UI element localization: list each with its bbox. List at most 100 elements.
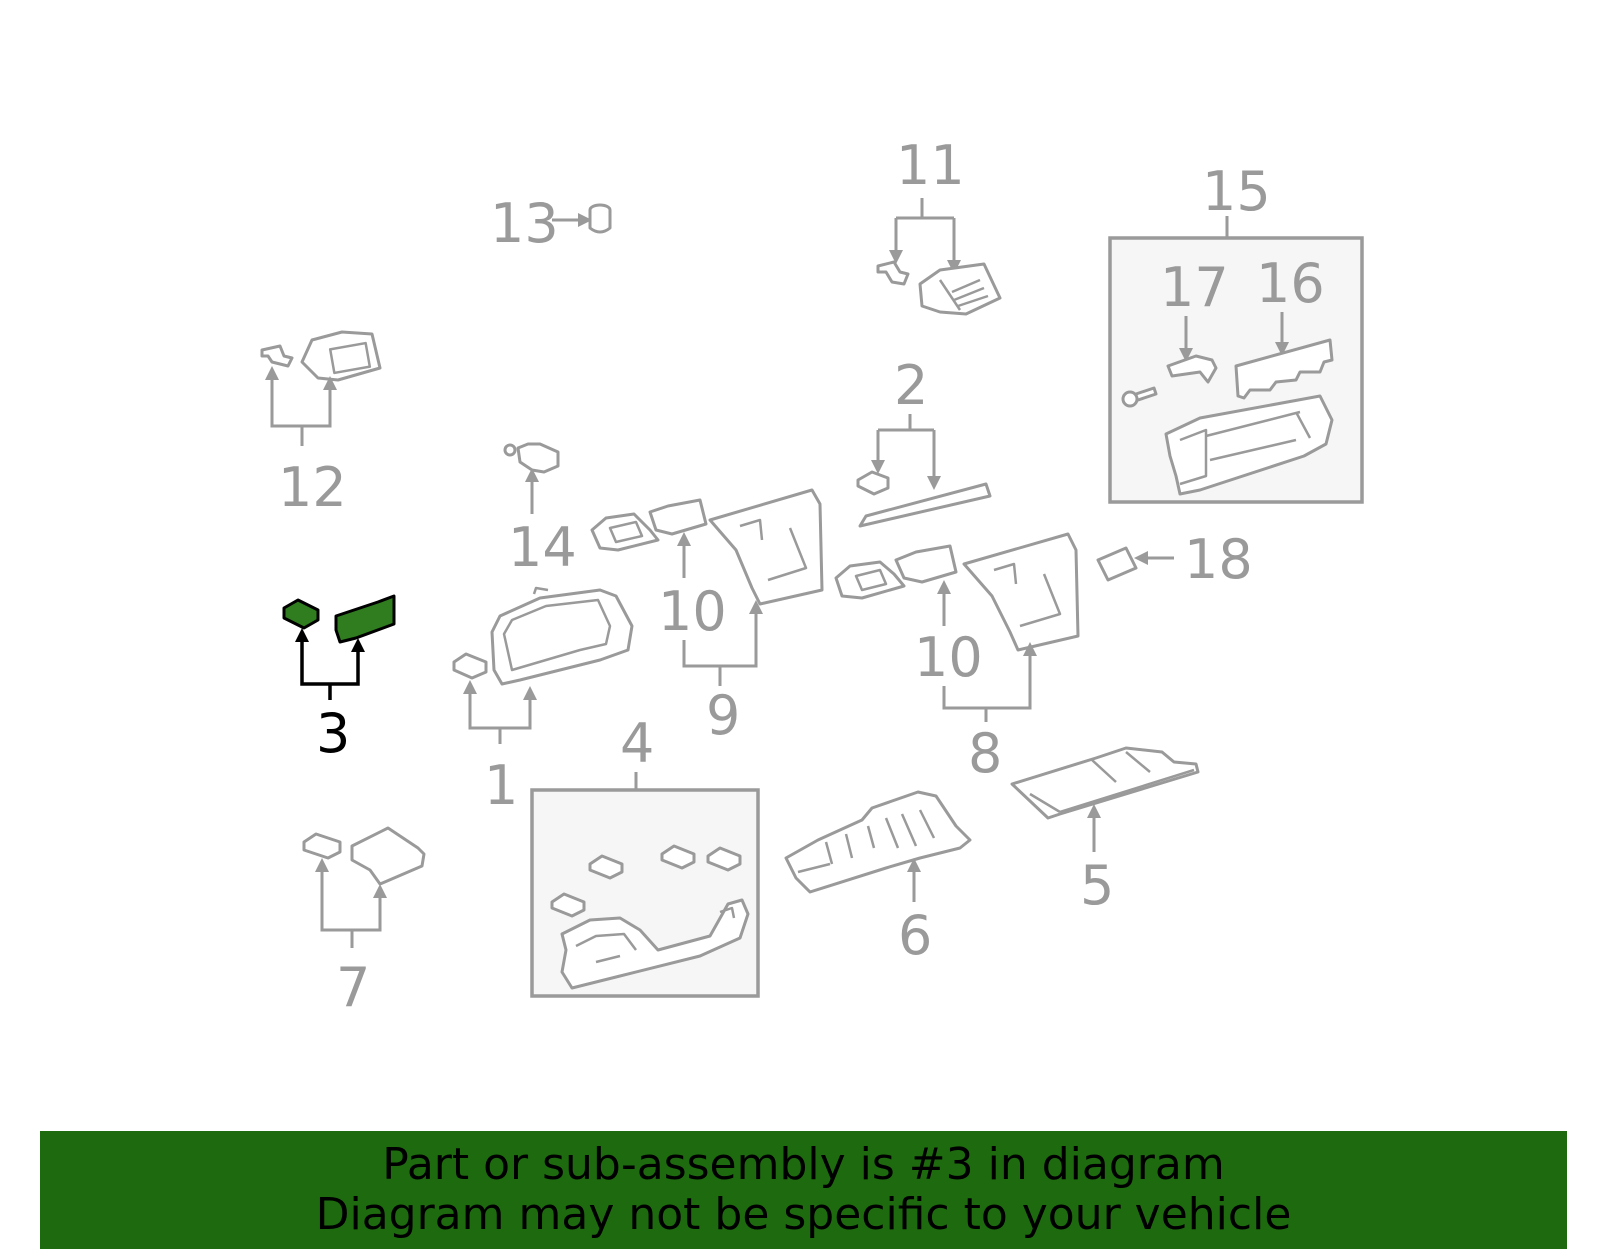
- part-10a-vent-right[interactable]: [648, 498, 708, 536]
- callout-1[interactable]: 1: [484, 754, 518, 817]
- assembly-box-15: 15 17 16: [1108, 160, 1364, 504]
- part-10b-vent-right[interactable]: [894, 544, 958, 584]
- part-12-clip[interactable]: [260, 344, 294, 368]
- vent-10b-face: [854, 568, 888, 592]
- group-6: 6: [784, 790, 972, 967]
- part-17-clip[interactable]: [1166, 354, 1218, 384]
- group-14: 14: [503, 442, 577, 579]
- glovebox-detail: [1179, 410, 1312, 486]
- leader-2: [876, 414, 936, 478]
- arrow-7a: [315, 858, 329, 872]
- callout-6[interactable]: 6: [898, 904, 932, 967]
- part-10b-vent-left[interactable]: [834, 560, 906, 600]
- callout-11[interactable]: 11: [896, 134, 965, 197]
- group-5: 5: [1010, 746, 1200, 917]
- arrow-2a: [871, 460, 885, 474]
- arrow-12b: [323, 376, 337, 390]
- arrow-6: [907, 858, 921, 872]
- part-4-clip-d[interactable]: [550, 892, 586, 918]
- callout-9[interactable]: 9: [706, 684, 740, 747]
- vent-11-louvers: [938, 278, 989, 311]
- part-8-panel[interactable]: [962, 532, 1080, 652]
- arrow-10a: [677, 532, 691, 546]
- part-2-trim[interactable]: [858, 482, 992, 528]
- part-18[interactable]: [1096, 546, 1138, 582]
- part-4-clip-b[interactable]: [660, 844, 696, 870]
- panel-9-detail: [739, 518, 808, 582]
- panel-4-detail: [575, 906, 736, 964]
- callout-18[interactable]: 18: [1184, 528, 1253, 591]
- console-6-detail: [797, 809, 936, 874]
- group-1: 1: [452, 586, 634, 817]
- part-14-knob: [503, 443, 517, 457]
- arrow-3b: [351, 638, 365, 652]
- arrow-18: [1134, 551, 1148, 565]
- part-15-glovebox-door[interactable]: [1164, 394, 1334, 496]
- part-5-tray[interactable]: [1010, 746, 1200, 820]
- arrow-13: [578, 213, 592, 227]
- part-7-clip[interactable]: [302, 832, 342, 860]
- group-3-highlighted: 3: [282, 594, 396, 765]
- arrow-1a: [463, 680, 477, 694]
- callout-7[interactable]: 7: [336, 956, 370, 1019]
- callout-10a[interactable]: 10: [658, 580, 727, 643]
- group-12: 12: [260, 330, 382, 519]
- arrow-1b: [523, 686, 537, 700]
- part-3-clip[interactable]: [282, 598, 320, 630]
- part-7-vent[interactable]: [350, 826, 426, 886]
- tray-5-detail: [1029, 751, 1195, 814]
- arrow-8: [1023, 642, 1037, 656]
- arrow-14: [525, 468, 539, 482]
- callout-4[interactable]: 4: [620, 712, 654, 775]
- callout-15[interactable]: 15: [1202, 160, 1271, 223]
- cluster-opening: [502, 598, 612, 672]
- part-9-panel[interactable]: [708, 488, 824, 606]
- group-7: 7: [302, 826, 426, 1019]
- leader-7: [320, 870, 382, 948]
- leader-12: [270, 378, 332, 446]
- leader-3: [300, 640, 360, 700]
- arrow-16: [1275, 342, 1289, 356]
- callout-8[interactable]: 8: [968, 722, 1002, 785]
- part-14-switch[interactable]: [516, 442, 560, 474]
- arrow-5: [1087, 804, 1101, 818]
- arrow-7b: [373, 884, 387, 898]
- panel-8-detail: [993, 562, 1062, 628]
- group-9: 10 9: [590, 488, 824, 747]
- callout-13[interactable]: 13: [490, 192, 559, 255]
- part-1-clip[interactable]: [452, 652, 488, 680]
- group-13: 13: [490, 192, 612, 255]
- callout-3[interactable]: 3: [316, 702, 350, 765]
- part-4-clip-a[interactable]: [588, 854, 624, 880]
- arrow-11a: [889, 250, 903, 264]
- part-3-cover[interactable]: [334, 594, 396, 644]
- arrow-2b: [927, 476, 941, 490]
- callout-2[interactable]: 2: [894, 354, 928, 417]
- part-10a-vent-left[interactable]: [590, 512, 660, 552]
- part-16-strip[interactable]: [1234, 338, 1334, 400]
- part-4-clip-c[interactable]: [706, 846, 742, 872]
- leader-8: [942, 654, 1032, 722]
- callout-10b[interactable]: 10: [914, 626, 983, 689]
- group-11: 11: [876, 134, 1002, 316]
- arrow-3a: [295, 628, 309, 642]
- callout-12[interactable]: 12: [278, 456, 347, 519]
- callout-16[interactable]: 16: [1256, 252, 1325, 315]
- part-11-clip[interactable]: [876, 260, 910, 286]
- group-2: 2: [856, 354, 992, 528]
- arrow-9: [749, 600, 763, 614]
- assembly-box-4: 4: [530, 712, 760, 998]
- leader-11: [894, 198, 956, 262]
- part-6-console[interactable]: [784, 790, 972, 894]
- callout-5[interactable]: 5: [1080, 854, 1114, 917]
- cluster-tab: [532, 586, 549, 595]
- arrow-10b: [937, 580, 951, 594]
- diagram-canvas: 15 17 16 11 13: [260, 134, 1364, 1019]
- part-4-lower-panel[interactable]: [560, 898, 750, 990]
- callout-14[interactable]: 14: [508, 516, 577, 579]
- part-2-clip[interactable]: [856, 470, 890, 496]
- leader-1: [468, 692, 532, 744]
- banner-line-1: Part or sub-assembly is #3 in diagram: [382, 1139, 1225, 1190]
- callout-17[interactable]: 17: [1160, 256, 1229, 319]
